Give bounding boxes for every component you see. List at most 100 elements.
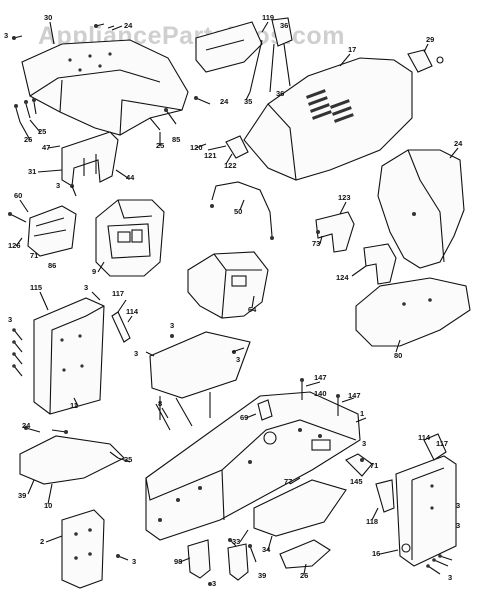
footrest-33-part bbox=[253, 479, 347, 537]
console-part bbox=[95, 199, 165, 277]
callout-29: 29 bbox=[426, 35, 434, 44]
pan-39-part bbox=[19, 426, 125, 485]
callout-24b: 24 bbox=[220, 97, 229, 106]
plate-71-part bbox=[8, 205, 77, 257]
callout-121: 121 bbox=[204, 151, 217, 160]
screw-group-left bbox=[12, 328, 23, 377]
callout-3g: 3 bbox=[236, 355, 240, 364]
callout-73: 73 bbox=[312, 239, 320, 248]
callout-3c: 3 bbox=[84, 283, 88, 292]
rod-50-part bbox=[210, 181, 274, 240]
callout-35: 35 bbox=[244, 97, 252, 106]
bracket-118-part bbox=[375, 479, 395, 513]
callout-114b: 114 bbox=[418, 433, 431, 442]
callout-1: 1 bbox=[360, 409, 364, 418]
callout-86: 86 bbox=[48, 261, 56, 270]
side-panel-left-part bbox=[33, 297, 105, 415]
callout-26b: 26 bbox=[300, 571, 308, 580]
bracket-145-part bbox=[345, 453, 373, 477]
callout-69: 69 bbox=[240, 413, 248, 422]
callout-26: 26 bbox=[24, 135, 32, 144]
bracket-124-part bbox=[363, 243, 397, 285]
callout-126: 126 bbox=[8, 241, 21, 250]
callout-122: 122 bbox=[224, 161, 237, 170]
callout-145: 145 bbox=[350, 477, 363, 486]
callout-147: 147 bbox=[314, 373, 327, 382]
callout-33: 33 bbox=[232, 537, 240, 546]
hood-part bbox=[243, 57, 413, 181]
callout-117b: 117 bbox=[436, 439, 448, 448]
callout-3f: 3 bbox=[134, 349, 138, 358]
bracket-123-part bbox=[315, 211, 355, 253]
callout-39b: 39 bbox=[258, 571, 266, 580]
callout-3i: 3 bbox=[456, 501, 460, 510]
bracket-69-part bbox=[257, 399, 273, 421]
callout-118: 118 bbox=[366, 517, 378, 526]
callout-3j: 3 bbox=[456, 521, 460, 530]
callout-34: 34 bbox=[262, 545, 271, 554]
bolt-147-part bbox=[300, 378, 340, 416]
callout-3: 3 bbox=[4, 31, 8, 40]
brace-8-part bbox=[155, 397, 193, 431]
callout-114: 114 bbox=[126, 307, 139, 316]
callout-60: 60 bbox=[14, 191, 22, 200]
screw-group-top-left bbox=[12, 23, 211, 131]
callout-3b: 3 bbox=[56, 181, 60, 190]
callout-77: 77 bbox=[284, 477, 292, 486]
hood-bracket-part bbox=[195, 17, 293, 93]
callout-98: 98 bbox=[174, 557, 182, 566]
callout-47: 47 bbox=[42, 143, 50, 152]
callout-31: 31 bbox=[28, 167, 36, 176]
callout-3m: 3 bbox=[448, 573, 452, 582]
bracket-98-part bbox=[187, 539, 249, 586]
callout-17: 17 bbox=[348, 45, 356, 54]
callout-117: 117 bbox=[112, 289, 124, 298]
callout-10: 10 bbox=[44, 501, 52, 510]
callout-35b: 35 bbox=[124, 455, 132, 464]
callout-71: 71 bbox=[30, 251, 38, 260]
callout-3h: 3 bbox=[362, 439, 366, 448]
callout-147b: 147 bbox=[348, 391, 361, 400]
callout-30: 30 bbox=[44, 13, 52, 22]
callout-36b: 36 bbox=[276, 89, 284, 98]
callout-50: 50 bbox=[234, 207, 242, 216]
mount-64-part bbox=[187, 251, 269, 319]
bracket-114-right-part bbox=[423, 433, 447, 461]
callout-8: 8 bbox=[158, 399, 162, 408]
pan-80-part bbox=[355, 277, 471, 347]
callout-24c: 24 bbox=[454, 139, 463, 148]
callout-124: 124 bbox=[336, 273, 349, 282]
callout-115: 115 bbox=[30, 283, 42, 292]
callout-39: 39 bbox=[18, 491, 26, 500]
callout-9: 9 bbox=[92, 267, 96, 276]
grille-part bbox=[377, 149, 465, 269]
callout-labels: 30 24 3 119 36 29 17 35 36 24 25 26 47 2… bbox=[4, 13, 463, 588]
footrest-part bbox=[145, 331, 251, 420]
callout-85: 85 bbox=[172, 135, 180, 144]
callout-3k: 3 bbox=[132, 557, 136, 566]
callout-24: 24 bbox=[124, 21, 133, 30]
callout-3e: 3 bbox=[170, 321, 174, 330]
callout-16: 16 bbox=[372, 549, 380, 558]
side-panel-right-part bbox=[395, 455, 457, 567]
callout-44: 44 bbox=[126, 173, 135, 182]
callout-11: 11 bbox=[70, 401, 78, 410]
main-frame-part bbox=[145, 391, 361, 541]
callout-36: 36 bbox=[280, 21, 288, 30]
callout-80: 80 bbox=[394, 351, 402, 360]
callout-64: 64 bbox=[248, 305, 257, 314]
callout-71b: 71 bbox=[370, 461, 378, 470]
callout-25: 25 bbox=[38, 127, 46, 136]
callout-119: 119 bbox=[262, 13, 274, 22]
callout-140: 140 bbox=[314, 389, 327, 398]
latch-29-part bbox=[407, 49, 444, 73]
dash-panel-part bbox=[21, 39, 189, 136]
callout-2: 2 bbox=[40, 537, 44, 546]
leader-lines bbox=[12, 21, 459, 575]
plate-2-part bbox=[61, 509, 129, 589]
callout-3d: 3 bbox=[8, 315, 12, 324]
callout-123: 123 bbox=[338, 193, 351, 202]
callout-3l: 3 bbox=[212, 579, 216, 588]
bracket-31-part bbox=[61, 131, 119, 197]
